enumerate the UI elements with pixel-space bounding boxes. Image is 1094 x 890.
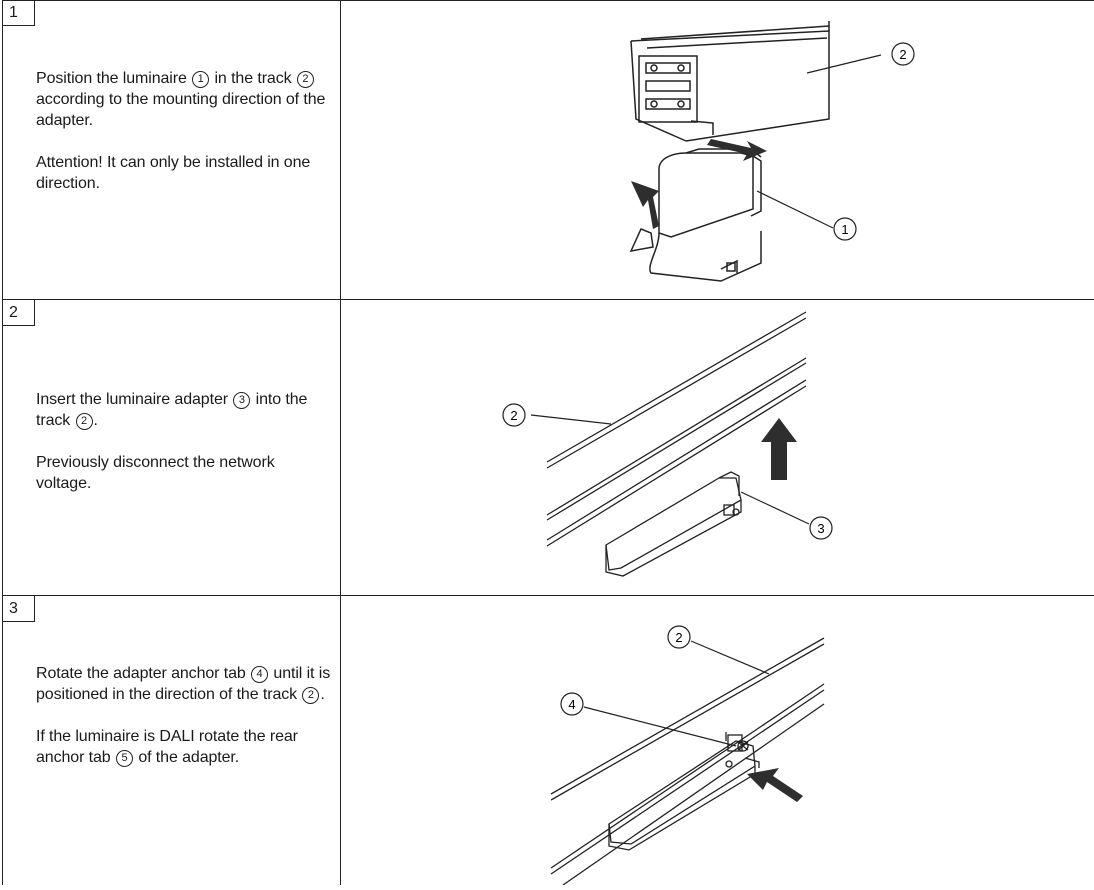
callout-circle (667, 625, 691, 649)
step-3-text: Rotate the adapter anchor tab 4 until it… (36, 663, 331, 768)
ref-circle: 5 (115, 750, 133, 767)
step-3-illustration: 2 4 (341, 596, 1093, 886)
left-border (2, 0, 3, 885)
step-2-instruction: Insert the luminaire adapter 3 into the … (36, 391, 308, 430)
row-divider (2, 0, 1094, 1)
step-number: 3 (2, 596, 35, 622)
step-1-note: Attention! It can only be installed in o… (36, 154, 311, 192)
arrow-up-icon (761, 418, 797, 480)
ref-circle: 1 (192, 71, 210, 88)
callout-circle (891, 42, 915, 66)
step-1-text: Position the luminaire 1 in the track 2 … (36, 68, 331, 194)
step-3-instruction: Rotate the adapter anchor tab 4 until it… (36, 665, 331, 704)
step-3-note: If the luminaire is DALI rotate the rear… (36, 728, 298, 767)
step-number: 1 (2, 0, 35, 26)
callout-circle (833, 217, 857, 241)
step-number: 2 (2, 300, 35, 326)
ref-circle: 2 (75, 413, 93, 430)
callout-label: 1 (841, 222, 848, 237)
step-2-illustration: 2 3 (341, 300, 1093, 595)
anchor-tab-drawing: 2 4 (550, 625, 825, 886)
arrow-icon (747, 768, 803, 802)
step-2-text: Insert the luminaire adapter 3 into the … (36, 389, 331, 494)
callout-label: 2 (510, 408, 517, 423)
callout-label: 2 (899, 47, 906, 62)
arrow-icon (631, 181, 659, 229)
callout-circle (809, 516, 833, 540)
callout-label: 3 (817, 521, 824, 536)
ref-circle: 2 (302, 687, 320, 704)
luminaire-track-drawing: 2 1 (629, 21, 915, 282)
column-divider (340, 0, 341, 885)
ref-circle: 4 (251, 666, 269, 683)
ref-circle: 2 (296, 71, 314, 88)
row-divider (2, 299, 1094, 300)
step-1-illustration: 2 1 (341, 1, 1093, 299)
callout-circle (560, 692, 584, 716)
ref-circle: 3 (233, 392, 251, 409)
callout-label: 4 (568, 697, 575, 712)
adapter-insert-drawing: 2 3 (502, 311, 833, 577)
row-divider (2, 595, 1094, 596)
step-1-instruction: Position the luminaire 1 in the track 2 … (36, 70, 326, 129)
callout-circle (502, 403, 526, 427)
arrow-icon (707, 139, 767, 161)
callout-label: 2 (675, 630, 682, 645)
step-2-note: Previously disconnect the network voltag… (36, 454, 275, 492)
